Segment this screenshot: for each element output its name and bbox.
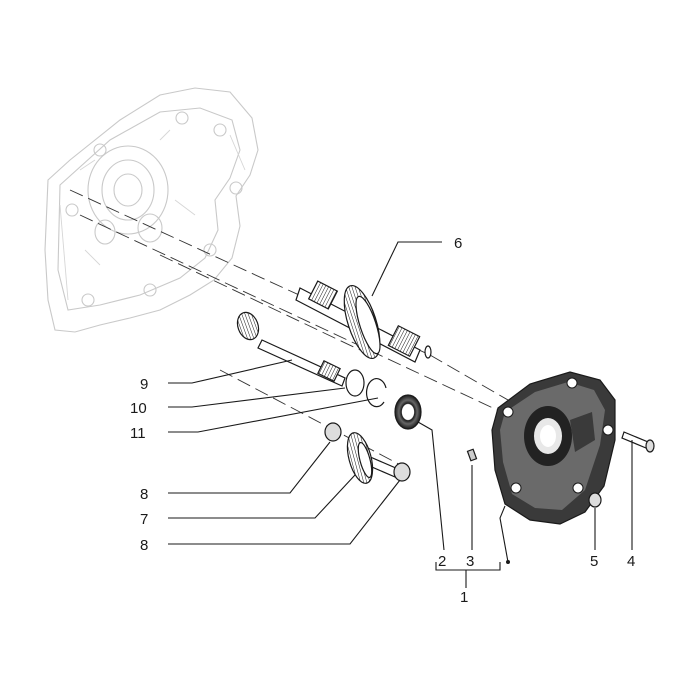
dowel-pin [466, 448, 478, 462]
bearing [394, 394, 422, 430]
callout-labels: 6 9 10 11 8 7 8 2 3 1 5 4 [130, 235, 635, 606]
callout-2: 2 [438, 553, 446, 570]
callout-10: 10 [130, 400, 147, 417]
drive-shaft-gear [295, 280, 432, 363]
pinion-shaft [236, 311, 346, 387]
callout-4: 4 [627, 553, 635, 570]
callout-11: 11 [130, 425, 146, 442]
callout-8-upper: 8 [140, 486, 148, 503]
engine-casing-ghost [44, 87, 259, 333]
snap-ring [345, 369, 365, 397]
intermediate-gear [346, 432, 406, 484]
bushing-upper [324, 422, 342, 442]
callout-7: 7 [140, 511, 148, 528]
circlip [365, 378, 387, 408]
cover-bolt [621, 431, 655, 453]
callout-5: 5 [590, 553, 598, 570]
transmission-cover [491, 371, 616, 525]
leader-lines [168, 241, 633, 588]
callout-6: 6 [454, 235, 462, 252]
callout-8-lower: 8 [140, 537, 148, 554]
cover-screw [588, 492, 602, 508]
bushing-lower [393, 462, 411, 482]
callout-1: 1 [460, 589, 468, 606]
callout-3: 3 [466, 553, 474, 570]
callout-9: 9 [140, 376, 148, 393]
